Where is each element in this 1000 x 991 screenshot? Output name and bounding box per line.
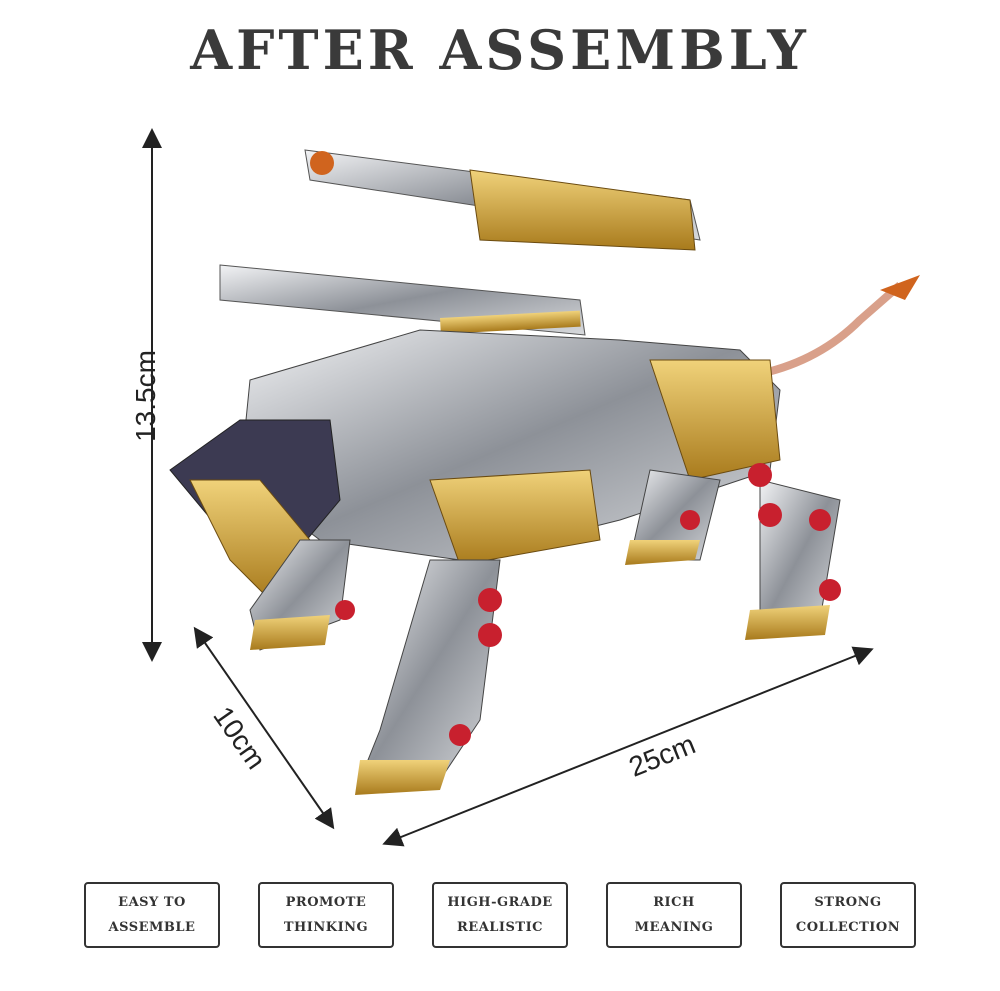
feature-line: EASY TO	[118, 895, 186, 910]
robot-lion-model	[169, 149, 920, 795]
feature-line: REALISTIC	[456, 920, 543, 935]
length-arrow	[382, 646, 874, 847]
height-label: 13.5cm	[129, 350, 161, 442]
feature-line: MEANING	[634, 920, 714, 935]
feature-line: ASSEMBLE	[108, 920, 196, 935]
feature-badge-strong-collection: STRONG COLLECTION	[780, 882, 916, 948]
feature-line: STRONG	[814, 895, 882, 910]
feature-badge-promote-thinking: PROMOTE THINKING	[258, 882, 394, 948]
feature-badge-easy-to-assemble: EASY TO ASSEMBLE	[84, 882, 220, 948]
feature-line: HIGH-GRADE	[447, 895, 553, 910]
width-arrow	[193, 626, 335, 830]
feature-line: PROMOTE	[285, 895, 367, 910]
feature-line: COLLECTION	[795, 920, 901, 935]
dimension-arrows	[142, 128, 874, 847]
page-title: AFTER ASSEMBLY	[190, 18, 810, 82]
feature-badge-high-grade-realistic: HIGH-GRADE REALISTIC	[432, 882, 568, 948]
feature-line: RICH	[653, 895, 695, 910]
feature-badge-rich-meaning: RICH MEANING	[606, 882, 742, 948]
feature-line: THINKING	[283, 920, 369, 935]
